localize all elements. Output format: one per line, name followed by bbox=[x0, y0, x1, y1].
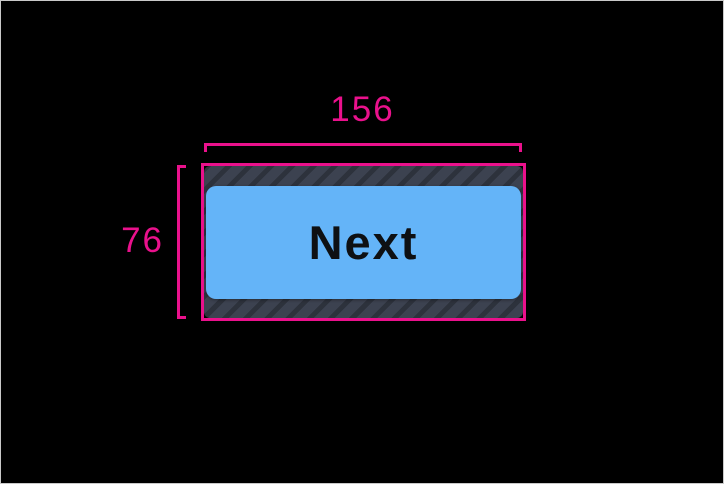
height-measurement-bracket bbox=[177, 165, 186, 319]
height-dimension-label: 76 bbox=[121, 221, 164, 260]
width-measurement-bracket bbox=[204, 143, 522, 152]
next-button[interactable]: Next bbox=[206, 185, 521, 299]
width-dimension-label: 156 bbox=[330, 90, 395, 129]
next-button-label: Next bbox=[308, 215, 419, 269]
touch-target-area: Next bbox=[201, 163, 526, 321]
